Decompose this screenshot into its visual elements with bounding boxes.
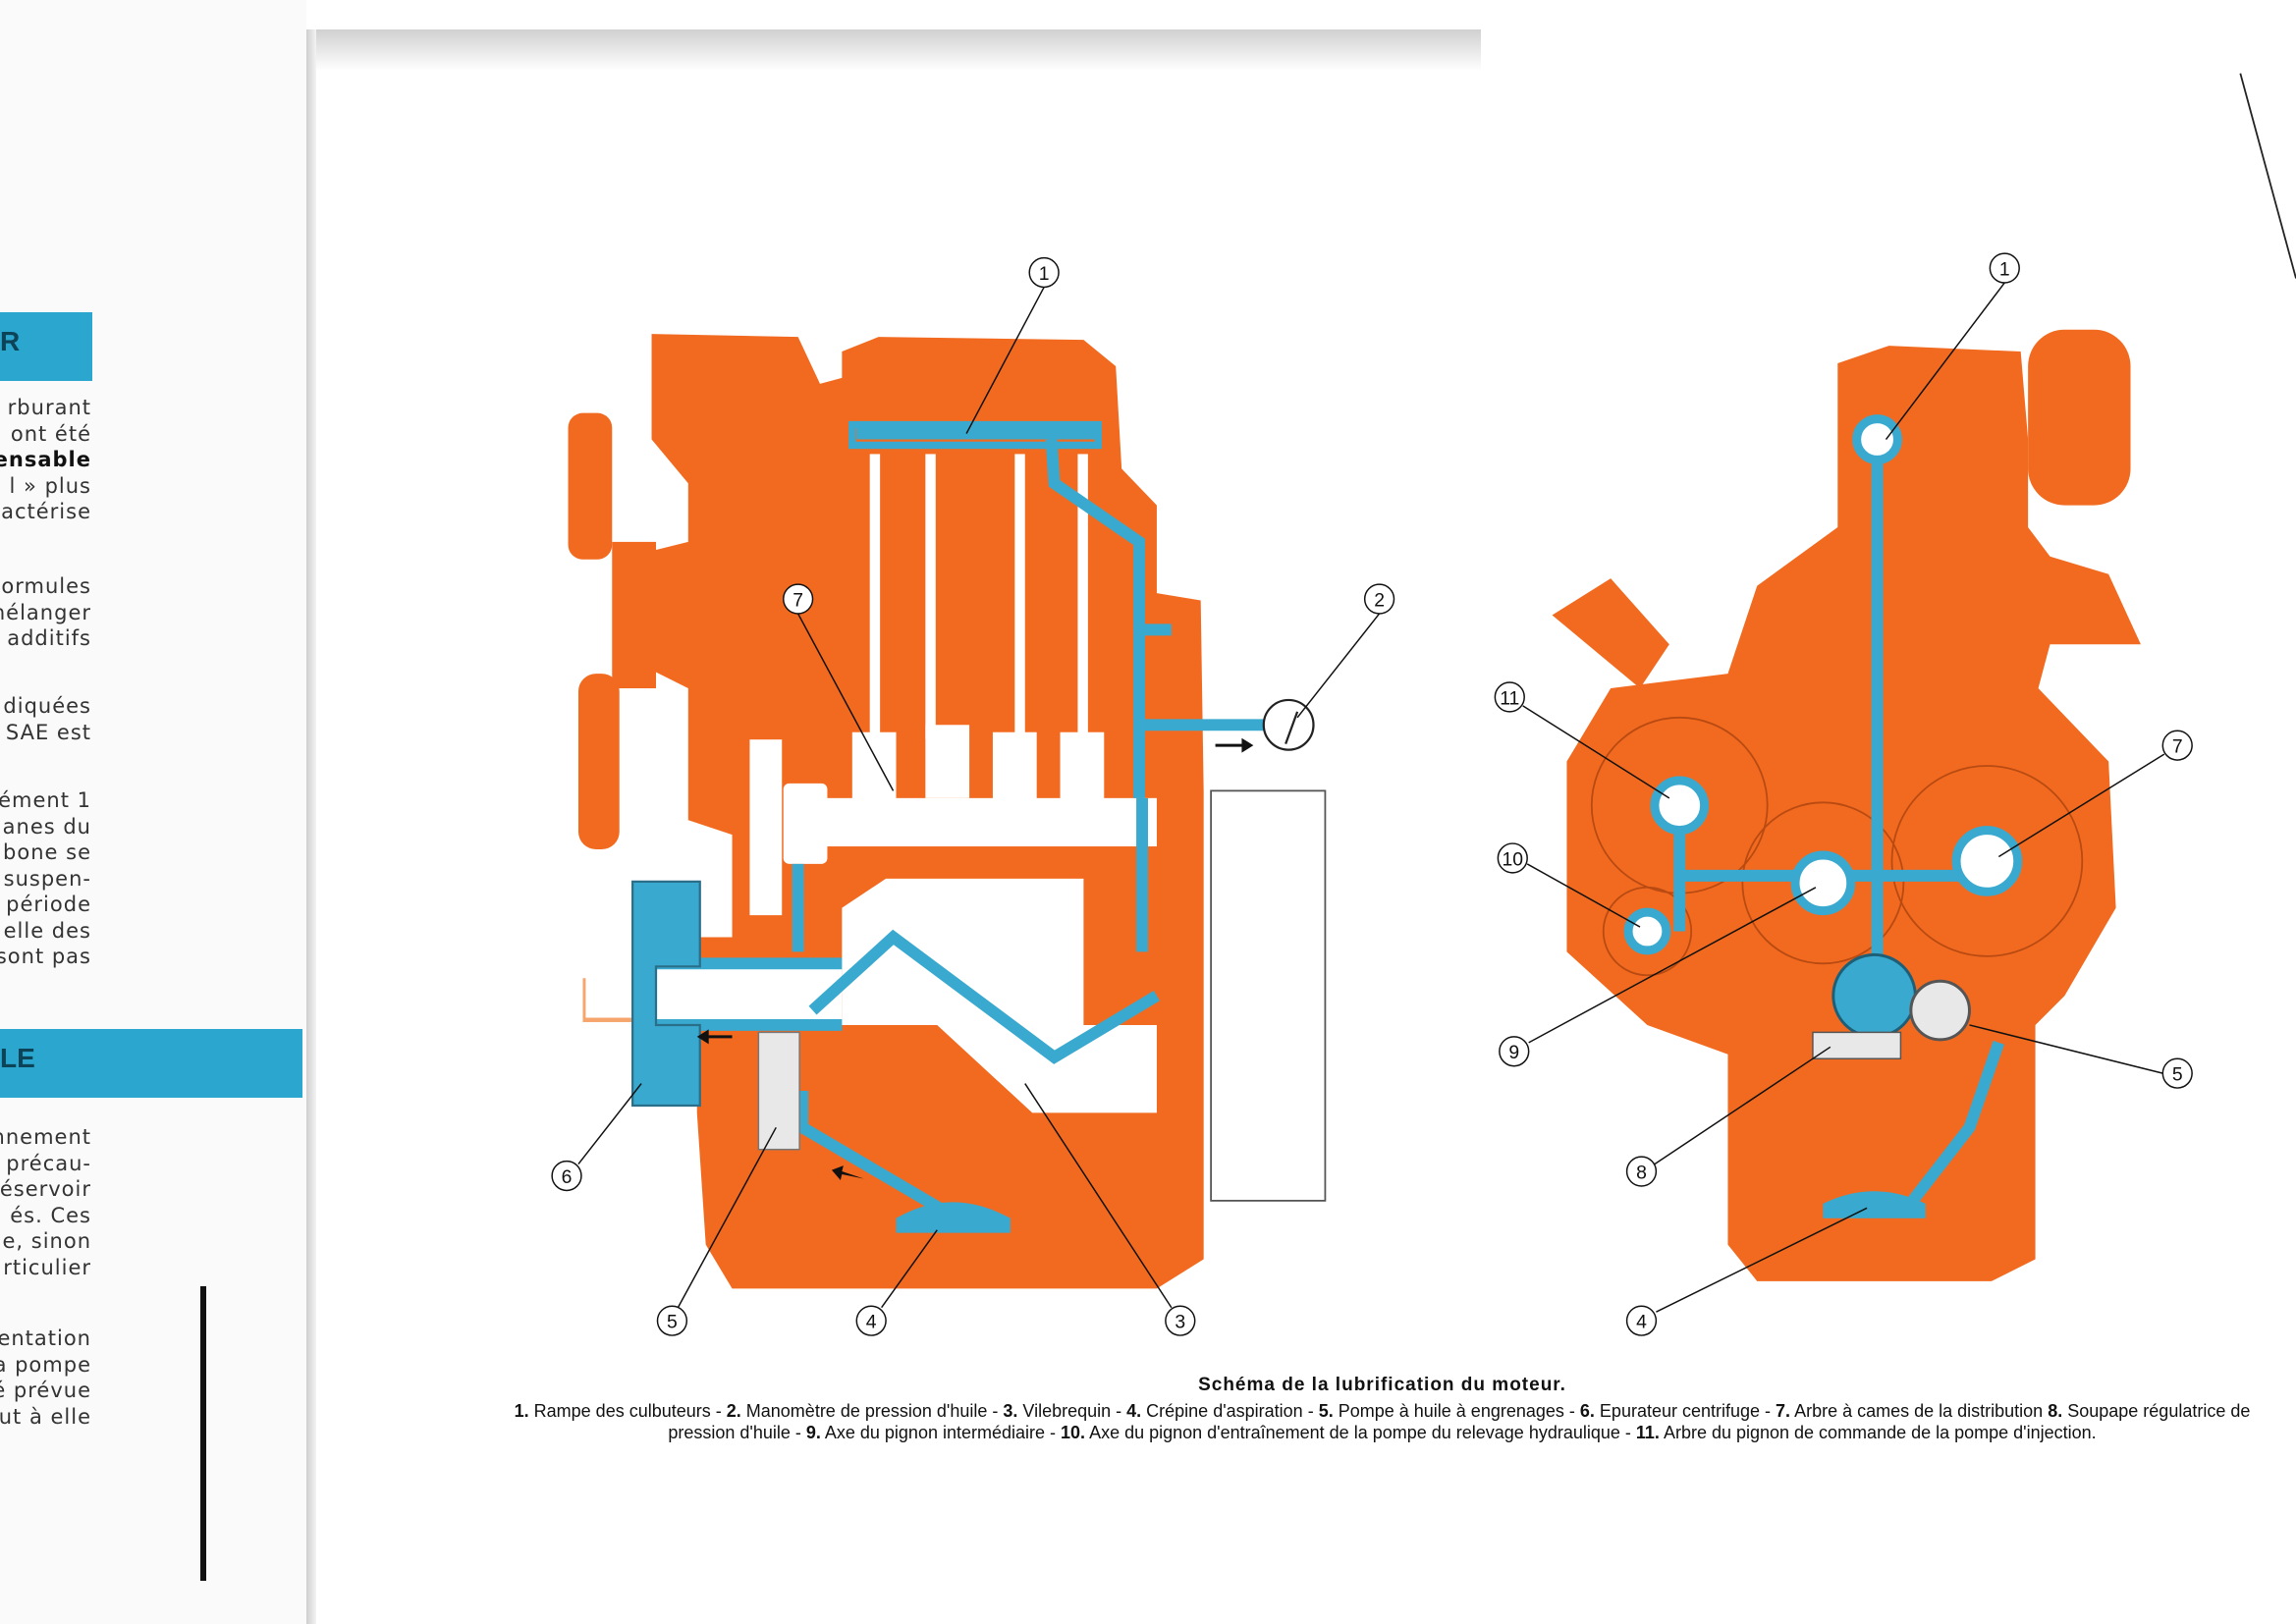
callout-7: 7: [793, 590, 803, 612]
text-line: sont pas: [0, 945, 91, 968]
text-line: elle des: [3, 918, 91, 943]
callout-5: 5: [2172, 1064, 2183, 1086]
text-line: ont été: [10, 421, 91, 446]
text-line: rticulier: [3, 1255, 91, 1279]
legend-text: Pompe à huile à engrenages -: [1338, 1401, 1580, 1421]
callout-10: 10: [1502, 848, 1523, 870]
oil-strainer-front: [1823, 1191, 1926, 1218]
text-line: anes du: [2, 814, 91, 839]
text-line: nnement: [0, 1125, 91, 1149]
callout-7: 7: [2172, 736, 2183, 758]
centrifugal-filter: [631, 880, 701, 1108]
flow-arrows: [696, 737, 1254, 1181]
left-page: [0, 0, 306, 1624]
callout-11: 11: [1500, 687, 1519, 709]
page-fold: [306, 29, 316, 1624]
legend-text: Manomètre de pression d'huile -: [745, 1401, 1004, 1421]
legend-num: 11.: [1635, 1423, 1660, 1442]
text-line: entation: [0, 1326, 91, 1350]
legend-text: Vilebrequin -: [1022, 1401, 1127, 1421]
callout-3: 3: [1175, 1312, 1185, 1333]
legend-text: Soupape régulatrice de pression d'huile …: [668, 1401, 2251, 1442]
relief-valve-spring: [1812, 1031, 1902, 1059]
callout-8: 8: [1636, 1163, 1647, 1184]
caption-title: Schéma de la lubrification du moteur.: [1198, 1375, 1566, 1395]
page-edge-line: [2239, 73, 2296, 279]
front-engine-view: 1 11 7 10 9 5 8 4: [1494, 252, 2193, 1336]
legend-num: 5.: [1318, 1401, 1334, 1421]
text-block-4: ément 1 anes du bone se suspen- période …: [0, 787, 91, 970]
legend-text: Axe du pignon d'entraînement de la pompe…: [1089, 1423, 1636, 1442]
side-engine-view: 1 2 7 6 5 4 3: [551, 256, 1395, 1336]
legend-text: Arbre du pignon de commande de la pompe …: [1663, 1423, 2097, 1442]
section-banner-bottom: LE: [0, 1029, 302, 1098]
legend-num: 8.: [2048, 1401, 2063, 1421]
text-line: rburant: [7, 396, 91, 419]
legend-text: Crépine d'aspiration -: [1146, 1401, 1319, 1421]
oil-pump-gear: [1831, 952, 1917, 1039]
text-block-3: diquées SAE est: [3, 693, 91, 745]
legend-num: 10.: [1061, 1423, 1086, 1442]
text-line: l » plus: [9, 473, 91, 498]
left-callouts: 1 2 7 6 5 4 3: [551, 256, 1395, 1336]
text-line: additifs: [7, 626, 91, 650]
text-line: a pompe: [0, 1352, 91, 1377]
pump-idler-gear: [1909, 979, 1971, 1042]
legend-num: 3.: [1003, 1401, 1018, 1421]
text-block-2: ormules mélanger additifs: [0, 573, 91, 652]
text-line: ément 1: [0, 788, 91, 812]
pressure-valve: [757, 1031, 800, 1151]
legend-text: Epurateur centrifuge -: [1599, 1401, 1777, 1421]
figure-caption: Schéma de la lubrification du moteur. 1.…: [481, 1375, 2283, 1443]
text-line: éservoir: [0, 1177, 91, 1201]
flywheel-housing: [1210, 789, 1327, 1202]
legend-num: 1.: [514, 1401, 529, 1421]
callout-1: 1: [1999, 259, 2010, 281]
text-line: précau-: [6, 1151, 91, 1175]
text-block-5: nnement précau- éservoir és. Ces e, sino…: [0, 1124, 91, 1280]
text-line: ensable: [0, 448, 91, 471]
legend-text: Rampe des culbuteurs -: [533, 1401, 727, 1421]
legend-num: 7.: [1776, 1401, 1791, 1421]
legend-num: 6.: [1579, 1401, 1595, 1421]
callout-2: 2: [1374, 590, 1385, 612]
shaft-circles: [1623, 414, 2023, 955]
text-line: ormules: [1, 574, 91, 598]
text-line: suspen-: [3, 866, 91, 891]
legend-text: Arbre à cames de la distribution: [1794, 1401, 2049, 1421]
margin-bar: [200, 1286, 206, 1581]
text-block-6: entation a pompe é prévue ut à elle: [0, 1326, 91, 1430]
oil-strainer: [896, 1202, 1011, 1233]
oil-circuit: [651, 427, 1275, 1220]
text-line: SAE est: [5, 720, 91, 744]
section-banner-top: R: [0, 312, 92, 381]
rocker-ramp: [848, 420, 1103, 450]
banner-top-text: R: [0, 326, 21, 356]
callout-4: 4: [1636, 1312, 1647, 1333]
legend-num: 2.: [726, 1401, 741, 1421]
text-line: bone se: [3, 840, 91, 864]
callout-5: 5: [667, 1312, 678, 1333]
callout-6: 6: [562, 1166, 573, 1188]
callout-9: 9: [1508, 1042, 1519, 1063]
caption-legend: 1. Rampe des culbuteurs - 2. Manomètre d…: [481, 1400, 2283, 1443]
text-line: é prévue: [0, 1379, 91, 1402]
text-line: ut à elle: [0, 1404, 91, 1429]
legend-text: Axe du pignon intermédiaire -: [824, 1423, 1062, 1442]
text-block-1: rburant ont été ensable l » plus actéris…: [0, 395, 91, 525]
text-line: période: [6, 893, 91, 916]
callout-4: 4: [866, 1312, 877, 1333]
text-line: diquées: [3, 694, 91, 718]
text-line: actérise: [1, 500, 91, 523]
page-top-edge: [312, 29, 1481, 71]
text-line: e, sinon: [2, 1229, 91, 1253]
right-callouts: 1 11 7 10 9 5 8 4: [1494, 252, 2193, 1336]
text-line: és. Ces: [10, 1203, 91, 1227]
callout-1: 1: [1039, 263, 1050, 285]
text-line: mélanger: [0, 600, 91, 624]
legend-num: 4.: [1126, 1401, 1142, 1421]
banner-bottom-text: LE: [0, 1043, 35, 1073]
legend-num: 9.: [805, 1423, 821, 1442]
